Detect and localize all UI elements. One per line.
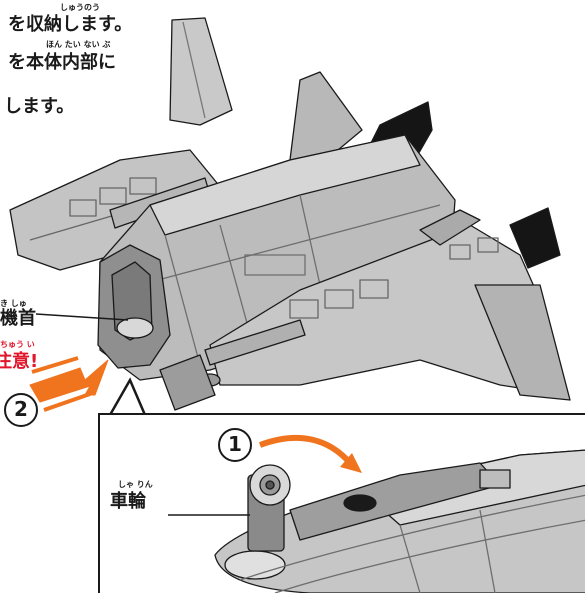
nose-label: 機首 bbox=[0, 308, 36, 329]
rear-left-fin bbox=[169, 17, 233, 126]
step-1-badge: 1 bbox=[218, 428, 252, 462]
instruction-ruby-2: ほん たい ない ぶ bbox=[46, 40, 111, 49]
rotate-arrow bbox=[258, 434, 353, 466]
rear-center-fin bbox=[289, 71, 363, 166]
detail-inset: しゃ りん 車輪 1 bbox=[98, 413, 585, 593]
instruction-line-1: を収納します。 bbox=[8, 14, 133, 35]
wheel-label: 車輪 bbox=[110, 491, 146, 512]
instruction-line-3: します。 bbox=[4, 96, 75, 117]
caution-label: 注意! bbox=[0, 351, 39, 372]
step-2-badge: 2 bbox=[4, 393, 38, 427]
instruction-line-2: を本体内部に bbox=[8, 52, 116, 73]
nose-ruby: き しゅ bbox=[0, 299, 27, 308]
wheel-ruby: しゃ りん bbox=[118, 480, 153, 489]
instruction-ruby-1: しゅうのう bbox=[60, 3, 100, 12]
spaceship-illustration bbox=[9, 17, 571, 416]
instruction-text-block: しゅうのう を収納します。 ほん たい ない ぶ を本体内部に します。 bbox=[0, 0, 170, 117]
caution-ruby: ちゅう い bbox=[0, 340, 35, 349]
insert-arrow bbox=[29, 356, 109, 412]
right-tail-fin bbox=[509, 207, 561, 269]
